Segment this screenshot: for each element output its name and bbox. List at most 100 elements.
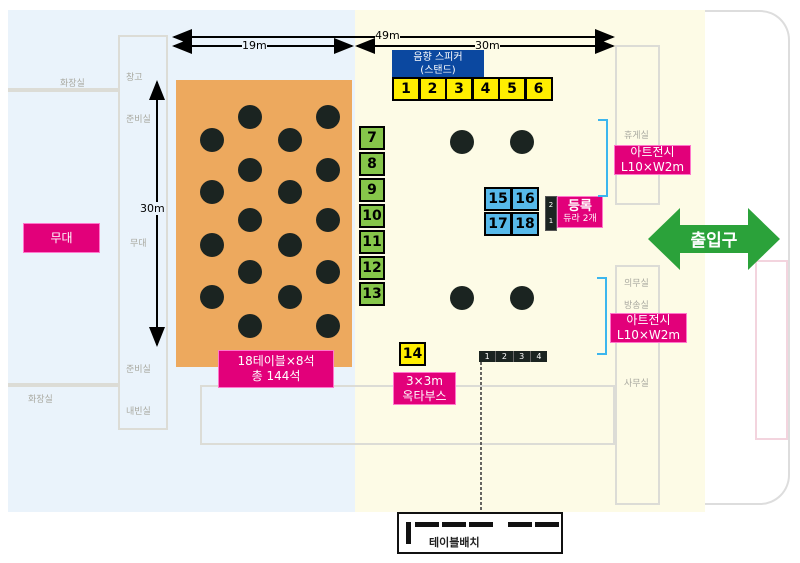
room-label: 준비실 [126, 115, 151, 125]
seating-label-line1: 18테이블×8석 [237, 354, 315, 368]
round-table [200, 285, 224, 309]
booth-number: 9 [367, 182, 377, 198]
booth-9[interactable]: 9 [359, 178, 385, 202]
round-table [316, 208, 340, 232]
booth-number: 2 [427, 81, 438, 97]
booth-15[interactable]: 15 [484, 187, 512, 211]
booth-number: 5 [507, 81, 517, 97]
table-bar: 1 2 3 4 [479, 351, 547, 362]
round-table [238, 208, 262, 232]
booth-10[interactable]: 10 [359, 204, 385, 228]
octa-line2: 옥타부스 [402, 388, 447, 403]
round-table [200, 233, 224, 257]
wall [615, 45, 660, 205]
table-layout-label: 테이블배치 [429, 536, 480, 549]
booth-13[interactable]: 13 [359, 282, 385, 306]
room-label: 사무실 [624, 379, 649, 389]
booth-number: 12 [362, 260, 382, 276]
booth-7[interactable]: 7 [359, 126, 385, 150]
registration-title: 등록 [568, 199, 592, 214]
round-table [316, 314, 340, 338]
art-bracket [598, 119, 608, 197]
booth-2[interactable]: 2 [418, 77, 447, 101]
entrance-label: 출입구 [690, 231, 738, 251]
depth-label: 30m [140, 202, 165, 215]
right-width-label: 30m [475, 39, 500, 52]
speaker-line2: (스탠드) [420, 65, 456, 76]
room-label: 내빈실 [126, 407, 151, 417]
table-bar-item: 1 [479, 351, 497, 362]
booth-number: 7 [367, 130, 377, 146]
room-label: 의무실 [624, 279, 649, 289]
booth-number: 17 [488, 216, 508, 232]
registration-table: 2 [548, 201, 554, 209]
booth-number: 3 [454, 81, 464, 97]
art-bracket [597, 277, 607, 355]
room-label: 창고 [126, 73, 143, 83]
booth-number: 15 [488, 191, 508, 207]
left-width-label: 19m [242, 39, 267, 52]
booth-number: 13 [362, 286, 382, 302]
legend-bar [508, 522, 532, 527]
round-table [278, 233, 302, 257]
round-table [450, 130, 474, 154]
octa-line1: 3×3m [405, 373, 443, 388]
booth-number: 1 [401, 81, 411, 97]
registration-table: 1 [548, 217, 554, 225]
booth-14[interactable]: 14 [399, 342, 426, 366]
booth-5[interactable]: 5 [498, 77, 526, 101]
table-bar-item: 2 [496, 351, 514, 362]
legend-bar [469, 522, 493, 527]
room-label: 휴게실 [624, 131, 649, 141]
table-bar-item: 4 [536, 352, 542, 361]
booth-8[interactable]: 8 [359, 152, 385, 176]
round-table [278, 180, 302, 204]
legend-bar [442, 522, 466, 527]
round-table [510, 286, 534, 310]
room-label: 화장실 [28, 395, 53, 405]
booth-3[interactable]: 3 [445, 77, 473, 101]
round-table [238, 105, 262, 129]
speaker-line1: 음향 스피커 [413, 52, 463, 63]
room-label: 방송실 [624, 301, 649, 311]
art-line2: L10×W2m [620, 160, 685, 174]
art-exhibit-label: 아트전시 L10×W2m [614, 145, 691, 175]
booth-number: 8 [367, 156, 377, 172]
booth-16[interactable]: 16 [511, 187, 539, 211]
room-label: 무대 [130, 239, 147, 249]
seating-label: 18테이블×8석 총 144석 [218, 350, 334, 388]
art-line2: L10×W2m [616, 328, 681, 342]
wall [8, 383, 120, 387]
booth-number: 10 [362, 208, 382, 224]
booth-number: 6 [533, 81, 544, 97]
wall [118, 35, 168, 430]
booth-1[interactable]: 1 [392, 77, 420, 101]
round-table [200, 180, 224, 204]
wall [615, 265, 660, 505]
booth-number: 18 [515, 216, 535, 232]
octa-booth-label: 3×3m 옥타부스 [393, 372, 456, 405]
booth-6[interactable]: 6 [524, 77, 553, 101]
total-width-label: 49m [375, 29, 400, 42]
booth-number: 4 [480, 81, 491, 97]
booth-18[interactable]: 18 [511, 212, 539, 236]
registration-label: 등록 듀라 2개 [557, 196, 603, 228]
booth-11[interactable]: 11 [359, 230, 385, 254]
seating-label-line2: 총 144석 [251, 369, 301, 383]
art-line1: 아트전시 [630, 145, 675, 159]
round-table [316, 158, 340, 182]
art-line1: 아트전시 [626, 313, 671, 327]
round-table [316, 105, 340, 129]
booth-17[interactable]: 17 [484, 212, 512, 236]
stage-label: 무대 [23, 223, 100, 253]
booth-12[interactable]: 12 [359, 256, 385, 280]
entrance-arrow-icon [648, 208, 780, 270]
round-table [238, 314, 262, 338]
registration-sub: 듀라 2개 [563, 214, 597, 224]
booth-4[interactable]: 4 [471, 77, 500, 101]
legend-bar [415, 522, 439, 527]
round-table [450, 286, 474, 310]
booth-number: 11 [362, 234, 382, 250]
table-bar-item: 3 [514, 351, 531, 362]
building-outline [705, 10, 790, 505]
